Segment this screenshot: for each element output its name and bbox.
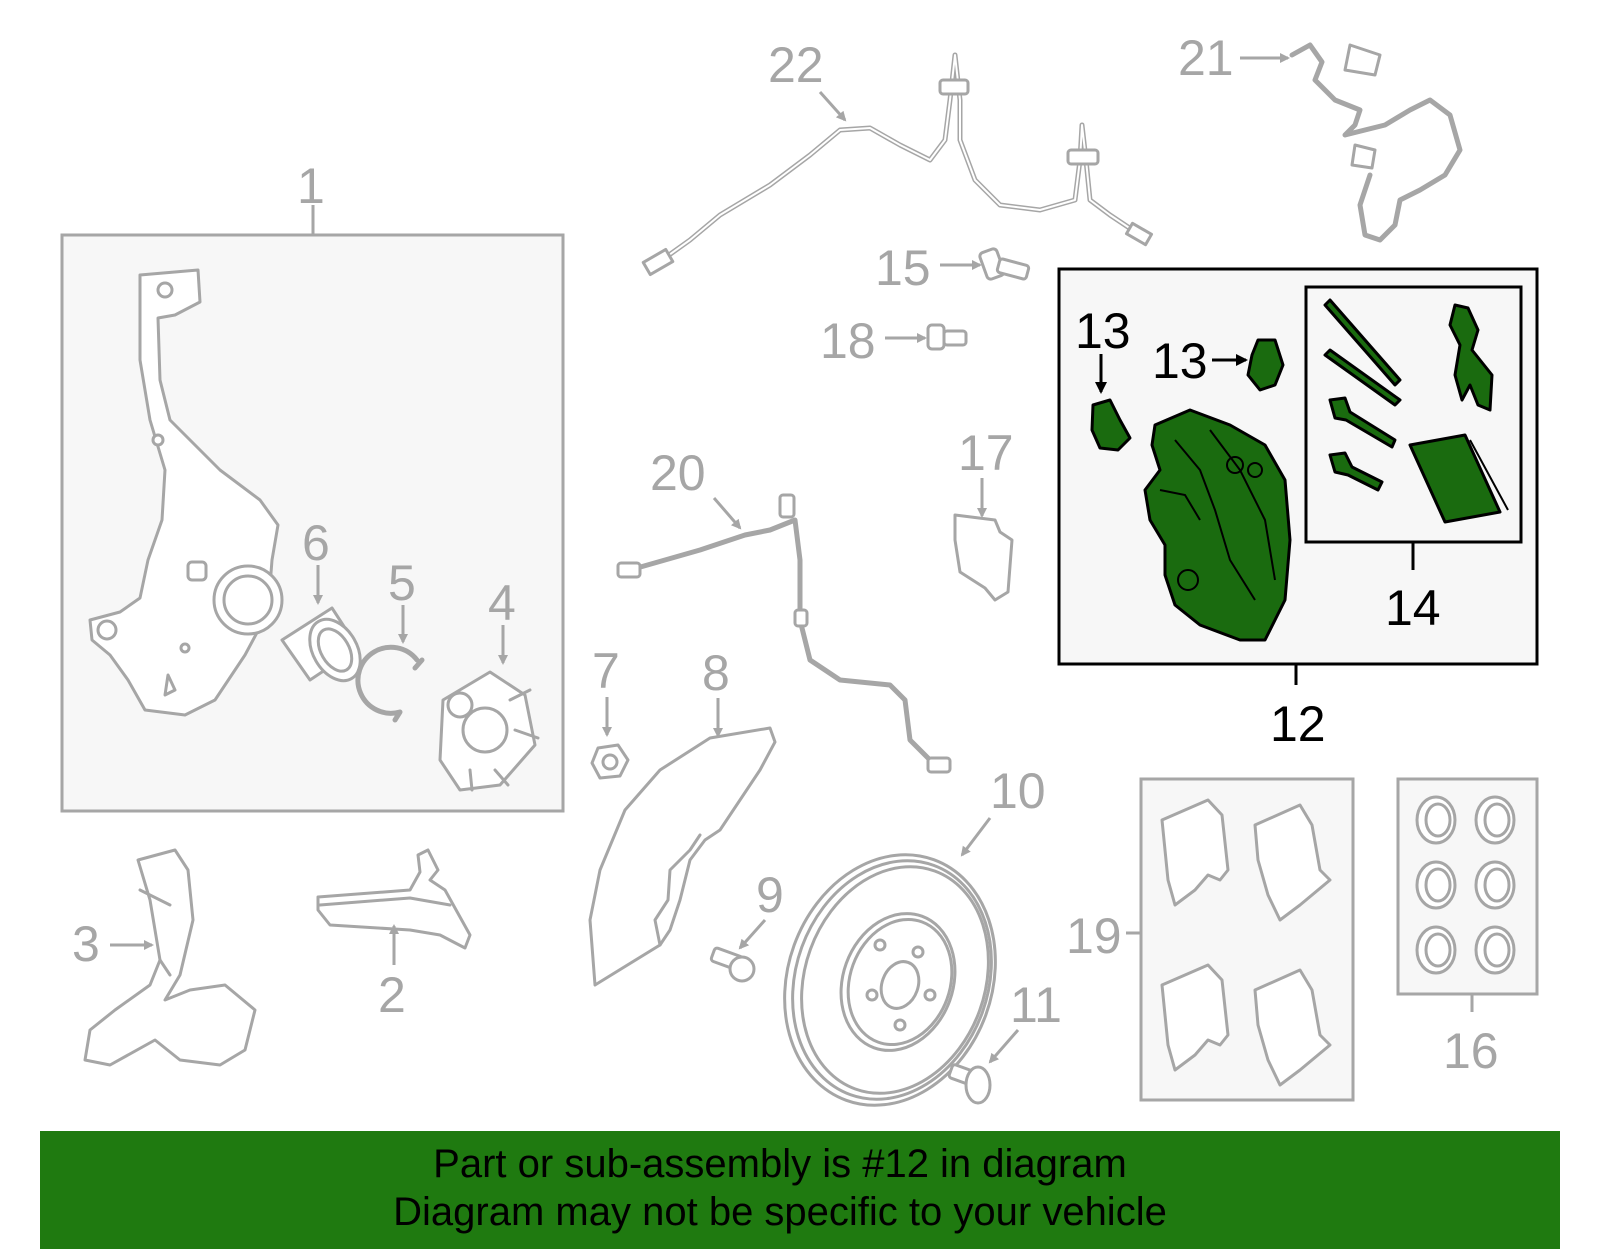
callout-1: 1 xyxy=(297,158,325,214)
rotor-group: 10 xyxy=(750,763,1046,1135)
bolt-18-group: 18 xyxy=(820,313,968,369)
callout-20: 20 xyxy=(650,445,706,501)
harness-21-group: 21 xyxy=(1178,30,1463,243)
rotor-screw[interactable] xyxy=(947,1063,992,1105)
lower-splash-shield[interactable] xyxy=(83,848,257,1067)
callout-16: 16 xyxy=(1443,1023,1499,1079)
piston-seal-3[interactable] xyxy=(1415,860,1457,910)
callout-21: 21 xyxy=(1178,30,1234,86)
info-banner: Part or sub-assembly is #12 in diagram D… xyxy=(40,1131,1560,1249)
piston-seal-5[interactable] xyxy=(1415,925,1457,975)
splash-shield-group: 8 xyxy=(588,645,777,987)
wheel-hub[interactable] xyxy=(438,670,540,792)
shield-bolt-group: 9 xyxy=(709,867,784,983)
callout-8: 8 xyxy=(702,645,730,701)
piston-seal-1[interactable] xyxy=(1415,795,1457,845)
guide-bolt-1[interactable] xyxy=(1328,396,1397,449)
snap-ring[interactable] xyxy=(355,644,425,723)
piston-seals-group: 16 xyxy=(1396,777,1539,1079)
callout-17: 17 xyxy=(958,425,1014,481)
pad-clip[interactable] xyxy=(953,513,1014,602)
guide-pin-1[interactable] xyxy=(1323,298,1402,387)
bolt-15[interactable] xyxy=(978,247,1031,281)
callout-13b: 13 xyxy=(1152,333,1208,389)
knuckle-assembly-group: 1 6 5 4 xyxy=(60,158,565,813)
hardware-instruction-sheet[interactable] xyxy=(1408,433,1509,524)
brake-caliper[interactable] xyxy=(1143,408,1292,642)
guide-bolt-2[interactable] xyxy=(1328,451,1384,492)
piston-seal-4[interactable] xyxy=(1474,860,1516,910)
guide-pin-2[interactable] xyxy=(1323,348,1402,407)
callout-3: 3 xyxy=(72,916,100,972)
bleeder-screw-right[interactable] xyxy=(1246,338,1285,392)
pad-clip-group: 17 xyxy=(953,425,1014,602)
callout-5: 5 xyxy=(388,555,416,611)
brake-pad-4[interactable] xyxy=(1253,968,1332,1087)
lower-splash-shield-group: 3 xyxy=(72,848,257,1067)
bleeder-screw-left[interactable] xyxy=(1090,398,1132,452)
callout-9: 9 xyxy=(756,867,784,923)
brake-pad-1[interactable] xyxy=(1160,798,1230,907)
callout-14: 14 xyxy=(1385,580,1441,636)
callout-10: 10 xyxy=(990,763,1046,819)
harness-22-group: 22 xyxy=(641,37,1154,277)
brake-hose-harness[interactable] xyxy=(1289,42,1463,243)
callout-19: 19 xyxy=(1066,908,1122,964)
wheel-bearing[interactable] xyxy=(280,606,371,690)
callout-18: 18 xyxy=(820,313,876,369)
caliper-assembly-group: 12 13 13 14 xyxy=(1057,267,1539,752)
brake-pads-group: 19 xyxy=(1066,777,1355,1102)
anti-rattle-spring[interactable] xyxy=(1448,303,1494,412)
rotor-screw-group: 11 xyxy=(947,977,1062,1105)
callout-11: 11 xyxy=(1010,977,1062,1033)
brake-pad-2[interactable] xyxy=(1253,803,1332,922)
callout-15: 15 xyxy=(875,240,931,296)
callout-4: 4 xyxy=(488,575,516,631)
callout-7: 7 xyxy=(592,643,620,699)
wheel-speed-sensor-harness[interactable] xyxy=(627,517,938,768)
callout-12: 12 xyxy=(1270,696,1326,752)
brake-rotor[interactable] xyxy=(750,825,1029,1135)
nut-group: 7 xyxy=(590,643,630,780)
bolt-18[interactable] xyxy=(926,323,968,351)
callout-6: 6 xyxy=(302,515,330,571)
harness-20-group: 20 xyxy=(616,445,952,774)
brake-pad-3[interactable] xyxy=(1160,963,1230,1072)
piston-seal-2[interactable] xyxy=(1474,795,1516,845)
callout-13a: 13 xyxy=(1075,303,1131,359)
banner-line-2: Diagram may not be specific to your vehi… xyxy=(393,1190,1167,1234)
banner-line-1: Part or sub-assembly is #12 in diagram xyxy=(433,1142,1127,1186)
bolt-15-group: 15 xyxy=(875,240,1031,296)
piston-seal-6[interactable] xyxy=(1474,925,1516,975)
bracket-group: 2 xyxy=(316,848,472,1023)
callout-22: 22 xyxy=(768,37,824,93)
shield-bolt[interactable] xyxy=(709,946,756,983)
hex-nut[interactable] xyxy=(590,743,630,780)
callout-2: 2 xyxy=(378,967,406,1023)
